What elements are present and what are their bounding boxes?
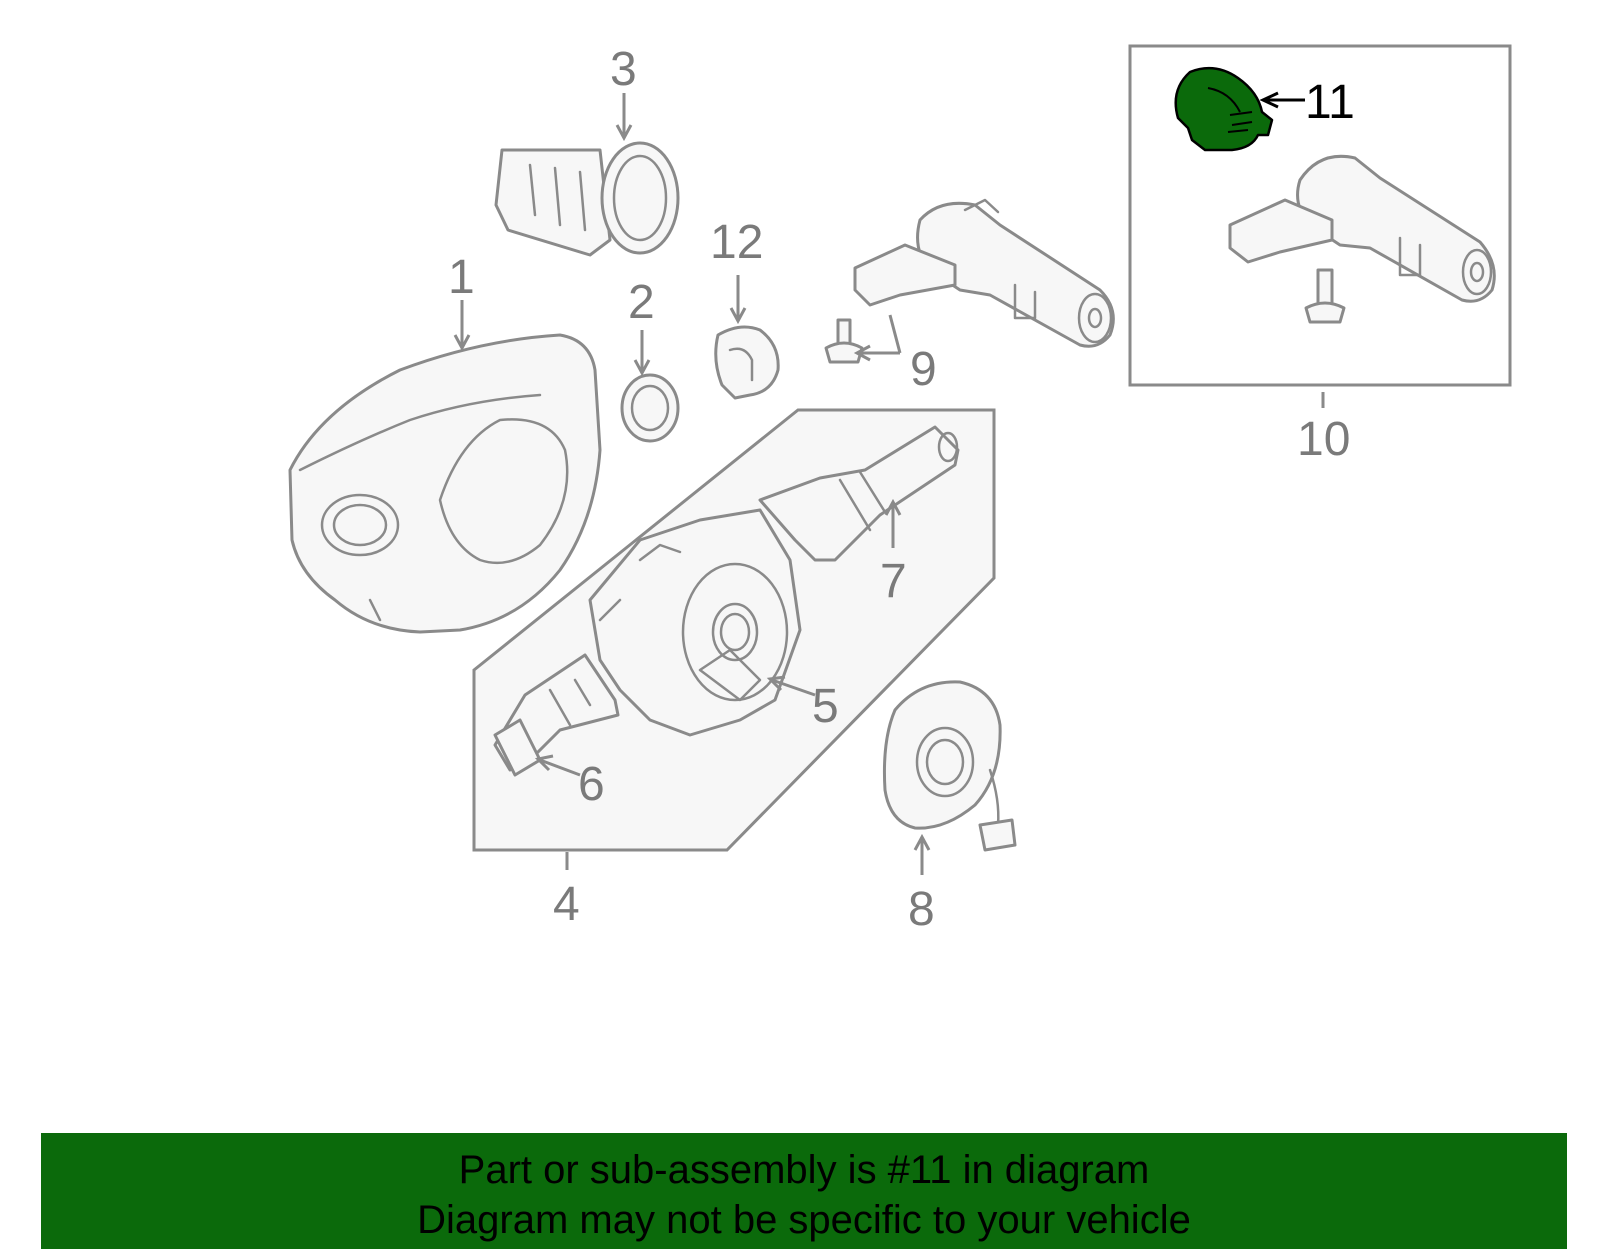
part-5-switch-body[interactable] <box>588 508 802 737</box>
part-9-bolt[interactable] <box>824 318 864 364</box>
callout-6: 6 <box>578 758 605 811</box>
callout-3: 3 <box>610 43 637 96</box>
callout-9: 9 <box>910 343 937 396</box>
part-2-ring[interactable] <box>620 373 680 443</box>
part-1-column-cover[interactable] <box>288 333 602 634</box>
callout-8: 8 <box>908 883 935 936</box>
part-11-ignition-switch[interactable] <box>1174 66 1274 152</box>
leader-lines <box>453 91 1325 875</box>
callout-5: 5 <box>812 680 839 733</box>
callout-10: 10 <box>1297 413 1350 466</box>
callout-2: 2 <box>628 276 655 329</box>
banner-line-1: Part or sub-assembly is #11 in diagram <box>458 1148 1150 1192</box>
part-12-clip[interactable] <box>714 325 780 400</box>
part-8-clock-spring[interactable] <box>882 680 1017 852</box>
info-banner: Part or sub-assembly is #11 in diagram D… <box>41 1133 1567 1249</box>
part-7-wiper-lever[interactable] <box>758 425 960 562</box>
part-9-lock-housing[interactable] <box>853 198 1115 348</box>
part-10-box <box>1128 44 1512 387</box>
part-3-collar[interactable] <box>494 141 680 257</box>
callout-11: 11 <box>1305 76 1355 129</box>
callout-7: 7 <box>880 555 907 608</box>
callout-1: 1 <box>448 251 475 304</box>
callout-12: 12 <box>710 216 763 269</box>
callout-4: 4 <box>553 878 580 931</box>
banner-line-2: Diagram may not be specific to your vehi… <box>417 1198 1191 1242</box>
